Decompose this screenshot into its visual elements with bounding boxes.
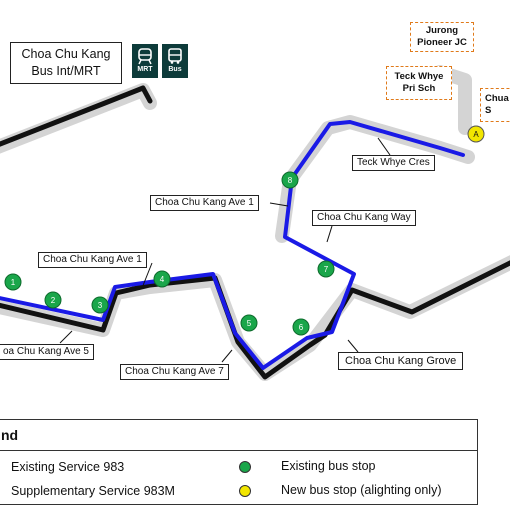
bus-stop-5-number: 5 <box>247 319 252 328</box>
existing-route-983 <box>0 85 510 380</box>
bus-stop-3-number: 3 <box>98 301 103 310</box>
bus-stop-3: 3 <box>91 296 109 314</box>
bus-stop-4-number: 4 <box>160 275 165 284</box>
legend-supplementary-service: Supplementary Service 983M <box>11 484 175 498</box>
legend-existing-stop: Existing bus stop <box>281 459 376 473</box>
road-label-cck-grove: Choa Chu Kang Grove <box>338 352 464 370</box>
legend-existing-stop-dot <box>239 461 251 473</box>
bus-icon-tile: Bus <box>162 44 188 78</box>
bus-stop-2-number: 2 <box>51 296 56 305</box>
road-label-cck-ave-7: Choa Chu Kang Ave 7 <box>120 364 229 380</box>
legend-new-stop-dot <box>239 485 251 497</box>
legend-existing-service: Existing Service 983 <box>11 460 125 474</box>
new-bus-stop-a: A <box>467 125 485 143</box>
road-label-teck-whye-cres: Teck Whye Cres <box>352 155 435 171</box>
landmark-jurong-pioneer-jc-label: Jurong Pioneer JC <box>417 25 467 48</box>
interchange-title: Choa Chu Kang Bus Int/MRT <box>10 42 122 84</box>
bus-stop-5: 5 <box>240 314 258 332</box>
landmark-chua-partial-label: Chua S <box>485 93 509 116</box>
road-label-cck-ave-5: oa Chu Kang Ave 5 <box>0 344 94 360</box>
landmark-teck-whye-pri-sch-label: Teck Whye Pri Sch <box>394 71 444 94</box>
road-label-cck-ave-1-top: Choa Chu Kang Ave 1 <box>150 195 259 211</box>
bus-stop-1: 1 <box>4 273 22 291</box>
bus-stops: 1 2 3 4 5 6 7 8 A <box>4 125 485 336</box>
train-icon <box>138 48 152 65</box>
bus-icon <box>168 48 182 64</box>
bus-stop-6: 6 <box>292 318 310 336</box>
landmark-teck-whye-pri-sch: Teck Whye Pri Sch <box>386 66 452 100</box>
bus-label: Bus <box>168 66 182 73</box>
road-label-cck-way: Choa Chu Kang Way <box>312 210 416 226</box>
new-bus-stop-a-letter: A <box>473 130 479 139</box>
bus-stop-2: 2 <box>44 291 62 309</box>
bus-stop-4: 4 <box>153 270 171 288</box>
mrt-label: MRT <box>137 66 153 73</box>
legend-new-stop: New bus stop (alighting only) <box>281 483 442 497</box>
bus-stop-6-number: 6 <box>299 323 304 332</box>
interchange-title-text: Choa Chu Kang Bus Int/MRT <box>21 47 111 78</box>
legend-heading: nd <box>0 420 477 451</box>
bus-stop-8: 8 <box>281 171 299 189</box>
bus-stop-8-number: 8 <box>288 176 293 185</box>
bus-stop-7: 7 <box>317 260 335 278</box>
bus-stop-1-number: 1 <box>11 278 16 287</box>
landmark-chua-partial: Chua S <box>480 88 510 122</box>
mrt-icon-tile: MRT <box>132 44 158 78</box>
legend: nd Existing Service 983 Supplementary Se… <box>0 419 478 505</box>
label-pointers <box>59 137 391 363</box>
bus-stop-7-number: 7 <box>324 265 329 274</box>
landmark-jurong-pioneer-jc: Jurong Pioneer JC <box>410 22 474 52</box>
road-label-cck-ave-1-left: Choa Chu Kang Ave 1 <box>38 252 147 268</box>
supplementary-route-983m <box>0 120 465 370</box>
